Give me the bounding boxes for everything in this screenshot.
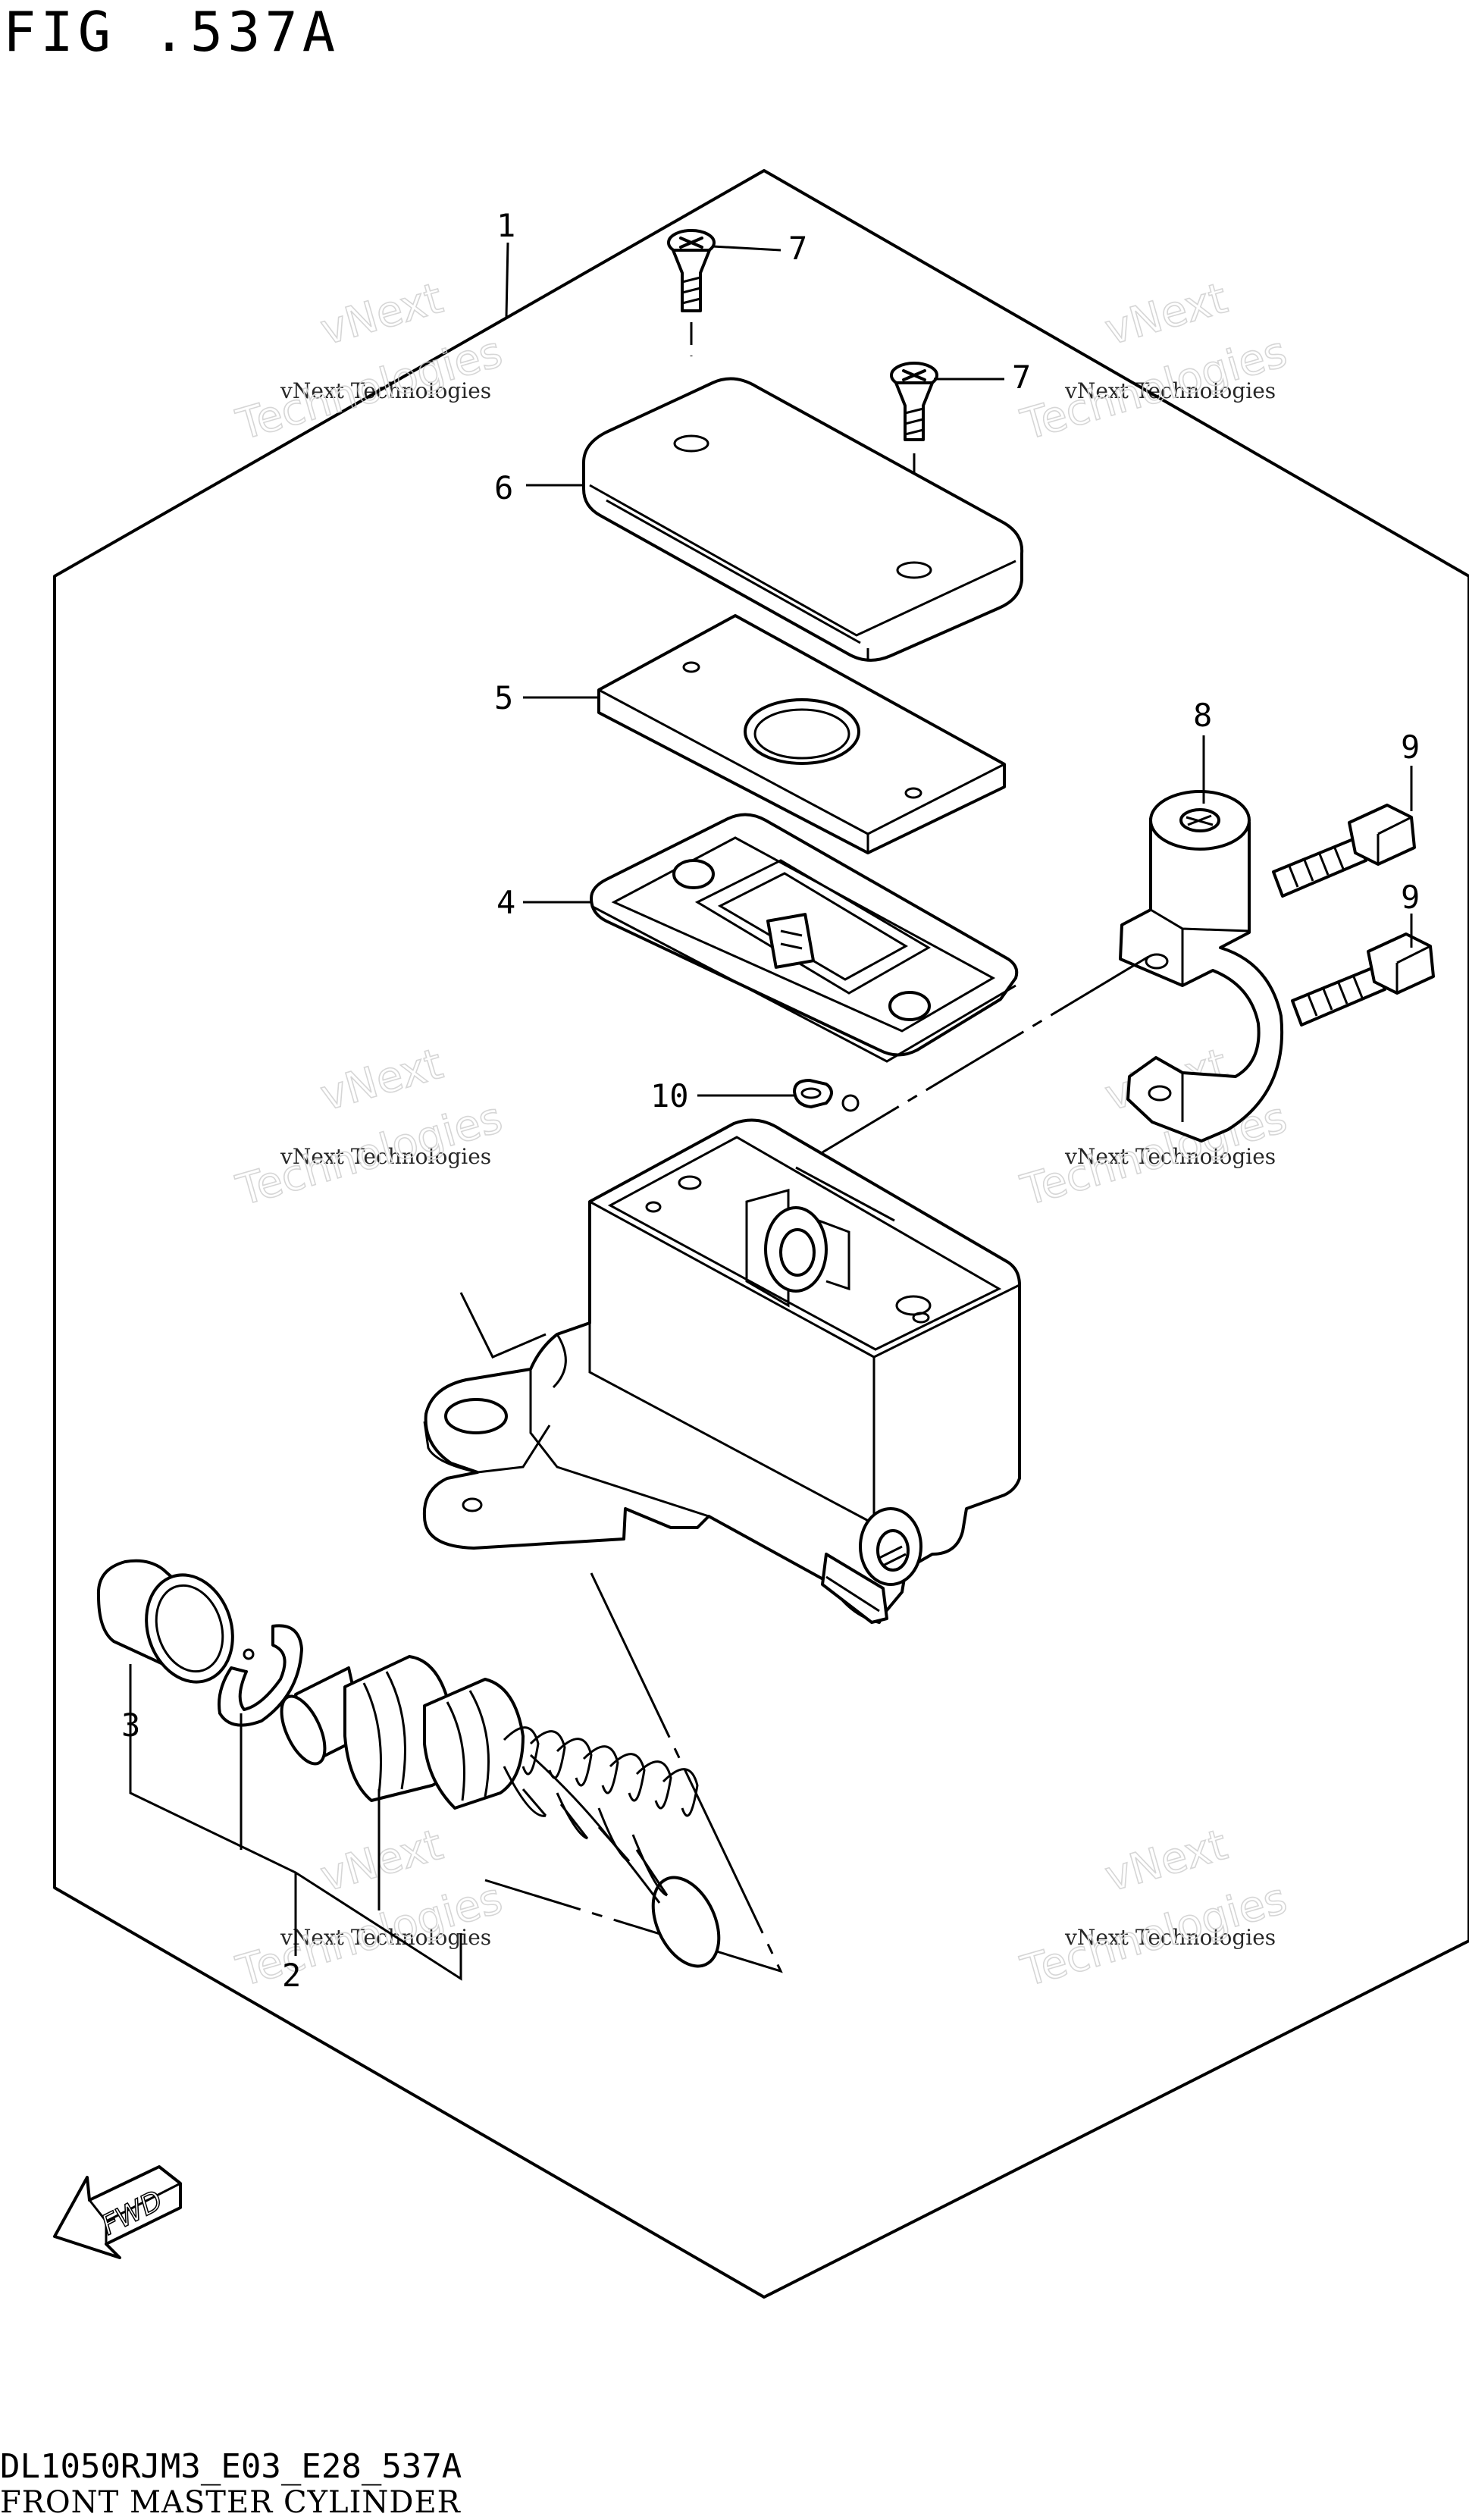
svg-text:vNext Technologies: vNext Technologies <box>280 1144 491 1169</box>
watermark: vNext Technologies vNext Technologies <box>230 1819 508 1997</box>
screw-part-7-left <box>667 229 716 356</box>
callout-label: 10 <box>650 1077 689 1114</box>
watermark: vNext Technologies vNext Technologies <box>230 1039 508 1216</box>
watermark: vNext Technologies vNext Technologies <box>1015 273 1292 450</box>
figure-title: FIG .537A <box>3 0 340 64</box>
callout-label: 7 <box>788 230 807 267</box>
callout-label: 5 <box>494 679 513 716</box>
leader-lines <box>505 242 1413 1097</box>
watermark: vNext Technologies vNext Technologies <box>1015 1819 1292 1997</box>
bore-guide-line <box>459 1292 547 1359</box>
svg-text:vNext Technologies: vNext Technologies <box>1064 1144 1276 1169</box>
callout-brackets <box>129 1664 462 1981</box>
svg-text:vNext: vNext <box>1100 1820 1233 1902</box>
callout-label: 2 <box>282 1957 301 1994</box>
master-cylinder-body-part-1 <box>422 1118 1021 1624</box>
model-code: DL1050RJM3_E03_E28_537A <box>0 2447 462 2486</box>
assembly-boundary <box>53 169 1469 2299</box>
svg-text:vNext: vNext <box>315 1820 448 1902</box>
reservoir-cap-part-6 <box>582 377 1024 662</box>
bolt-part-9-lower <box>1291 932 1435 1026</box>
callout-label: 7 <box>1012 359 1031 396</box>
holder-clamp-part-8 <box>1119 790 1284 1142</box>
diagram-name: FRONT MASTER CYLINDER <box>0 2485 461 2520</box>
watermark: vNext Technologies vNext Technologies <box>230 273 508 450</box>
callout-label: 4 <box>496 884 515 921</box>
svg-text:vNext: vNext <box>315 1039 448 1121</box>
guide-line-clamp <box>822 955 1149 1154</box>
callout-label: 1 <box>496 207 515 244</box>
diaphragm-part-4 <box>590 813 1019 1063</box>
callout-label: 9 <box>1401 879 1420 916</box>
bore-guide-line <box>484 1572 783 1973</box>
callout-label: 8 <box>1193 697 1212 734</box>
piston-kit-part-2 <box>96 1559 721 1968</box>
svg-text:vNext Technologies: vNext Technologies <box>280 378 491 403</box>
callout-label: 6 <box>494 469 513 506</box>
svg-text:vNext Technologies: vNext Technologies <box>1064 1925 1276 1950</box>
diaphragm-plate-part-5 <box>597 614 1006 854</box>
callout-labels: 1 2 3 4 5 6 7 7 8 9 9 10 <box>121 207 1420 1994</box>
svg-text:vNext: vNext <box>315 274 448 356</box>
bolt-part-9-upper <box>1272 804 1416 898</box>
callout-label: 9 <box>1401 729 1420 766</box>
callout-label: 3 <box>121 1707 140 1744</box>
ring-part-10 <box>793 1079 860 1112</box>
svg-text:vNext: vNext <box>1100 274 1233 356</box>
svg-text:vNext Technologies: vNext Technologies <box>1064 378 1276 403</box>
fwd-direction-arrow: FWD <box>53 2165 182 2259</box>
